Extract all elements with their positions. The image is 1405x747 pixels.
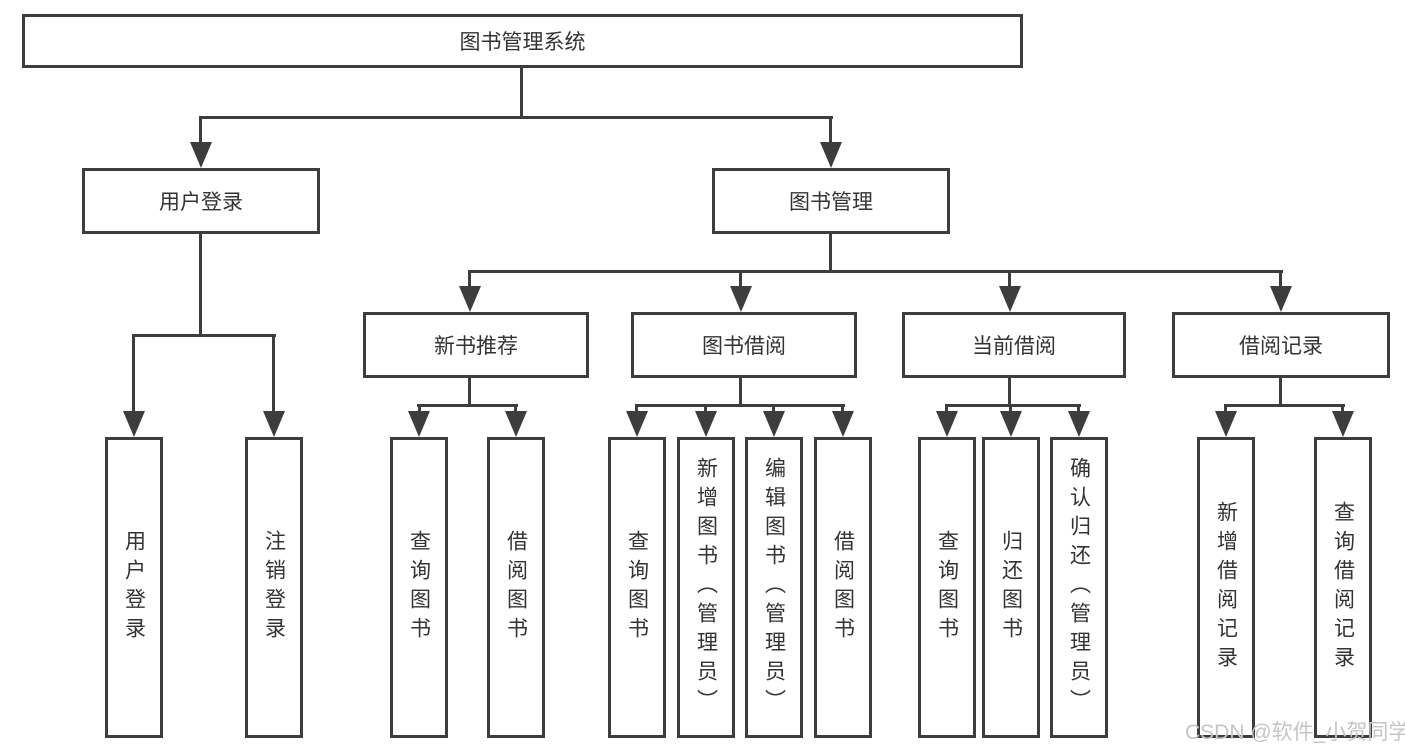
watermark: CSDN @软件_小贺同学	[1185, 721, 1405, 744]
connector-to-user-login	[199, 116, 202, 144]
node-new-book-recommend: 新书推荐	[363, 312, 589, 378]
connector-to-current-borrow	[1008, 270, 1011, 290]
leaf-query-books-2: 查询图书	[608, 437, 666, 738]
leaf-borrow-books-2: 借阅图书	[814, 437, 872, 738]
node-label: 图书管理系统	[459, 31, 586, 54]
connector-leaf-line	[418, 404, 421, 414]
connector-borrow-records-split	[1224, 404, 1345, 407]
leaf-add-borrow-record: 新增借阅记录	[1197, 437, 1255, 738]
arrow-down-icon	[123, 411, 145, 437]
node-root-library-system: 图书管理系统	[22, 14, 1023, 68]
connector-leaf-line	[1341, 404, 1344, 414]
connector-book-borrow-stem	[739, 378, 742, 407]
leaf-query-books-3: 查询图书	[918, 437, 976, 738]
node-label: 归还图书	[999, 529, 1023, 646]
node-book-borrow: 图书借阅	[631, 312, 857, 378]
node-label: 借阅图书	[831, 529, 855, 646]
connector-new-book-split	[417, 404, 518, 407]
leaf-edit-books-admin: 编辑图书（管理员）	[745, 437, 803, 738]
connector-book-management-stem	[829, 234, 832, 272]
connector-root-stem	[520, 68, 523, 118]
node-current-borrow: 当前借阅	[902, 312, 1126, 378]
node-label: 查询借阅记录	[1331, 500, 1355, 675]
node-label: 图书借阅	[702, 335, 786, 358]
node-label: 编辑图书（管理员）	[762, 457, 786, 718]
leaf-return-books: 归还图书	[982, 437, 1040, 738]
connector-current-borrow-split	[945, 404, 1081, 407]
leaf-query-books-1: 查询图书	[390, 437, 448, 738]
connector-user-login-stem	[199, 234, 202, 337]
node-label: 当前借阅	[972, 335, 1056, 358]
arrow-down-icon	[190, 142, 212, 168]
arrow-down-icon	[820, 142, 842, 168]
connector-user-login-split	[133, 334, 276, 337]
node-label: 图书管理	[789, 191, 873, 214]
arrow-down-icon	[730, 286, 752, 312]
arrow-down-icon	[1215, 411, 1237, 437]
node-label: 借阅记录	[1239, 335, 1323, 358]
arrow-down-icon	[505, 411, 527, 437]
arrow-down-icon	[408, 411, 430, 437]
connector-leaf-line	[1077, 404, 1080, 414]
node-user-login-branch: 用户登录	[82, 168, 320, 234]
connector-to-new-book	[468, 270, 471, 290]
connector-leaf-line	[945, 404, 948, 414]
connector-leaf-line	[1009, 404, 1012, 414]
arrow-down-icon	[832, 411, 854, 437]
connector-current-borrow-stem	[1008, 378, 1011, 407]
node-label: 新增图书（管理员）	[694, 457, 718, 718]
connector-to-leaf-user-login	[132, 334, 135, 414]
arrow-down-icon	[695, 411, 717, 437]
connector-to-borrow-records	[1279, 270, 1282, 290]
node-label: 借阅图书	[504, 529, 528, 646]
leaf-logout: 注销登录	[245, 437, 303, 738]
arrow-down-icon	[1068, 411, 1090, 437]
arrow-down-icon	[1270, 286, 1292, 312]
connector-new-book-stem	[468, 378, 471, 407]
node-label: 用户登录	[122, 529, 146, 646]
connector-leaf-line	[704, 404, 707, 414]
leaf-query-borrow-record: 查询借阅记录	[1314, 437, 1372, 738]
leaf-add-books-admin: 新增图书（管理员）	[677, 437, 735, 738]
arrow-down-icon	[936, 411, 958, 437]
arrow-down-icon	[1332, 411, 1354, 437]
connector-leaf-line	[1224, 404, 1227, 414]
node-label: 注销登录	[262, 529, 286, 646]
connector-book-borrow-split	[635, 404, 845, 407]
connector-to-book-borrow	[739, 270, 742, 290]
connector-borrow-records-stem	[1279, 378, 1282, 407]
connector-leaf-line	[841, 404, 844, 414]
node-label: 查询图书	[935, 529, 959, 646]
leaf-user-login: 用户登录	[105, 437, 163, 738]
node-label: 新增借阅记录	[1214, 500, 1238, 675]
connector-to-leaf-logout	[272, 334, 275, 414]
arrow-down-icon	[999, 286, 1021, 312]
node-book-management: 图书管理	[712, 168, 950, 234]
node-label: 查询图书	[407, 529, 431, 646]
arrow-down-icon	[763, 411, 785, 437]
arrow-down-icon	[263, 411, 285, 437]
arrow-down-icon	[626, 411, 648, 437]
leaf-borrow-books-1: 借阅图书	[487, 437, 545, 738]
connector-leaf-line	[772, 404, 775, 414]
node-label: 查询图书	[625, 529, 649, 646]
node-label: 用户登录	[159, 191, 243, 214]
leaf-confirm-return-admin: 确认归还（管理员）	[1050, 437, 1108, 738]
node-borrow-records: 借阅记录	[1172, 312, 1390, 378]
arrow-down-icon	[1000, 411, 1022, 437]
connector-leaf-line	[635, 404, 638, 414]
connector-level2-split	[468, 270, 1283, 273]
node-label: 确认归还（管理员）	[1067, 457, 1091, 718]
arrow-down-icon	[459, 286, 481, 312]
connector-to-book-management	[829, 116, 832, 144]
connector-level1-split	[199, 116, 833, 119]
connector-leaf-line	[514, 404, 517, 414]
node-label: 新书推荐	[434, 335, 518, 358]
